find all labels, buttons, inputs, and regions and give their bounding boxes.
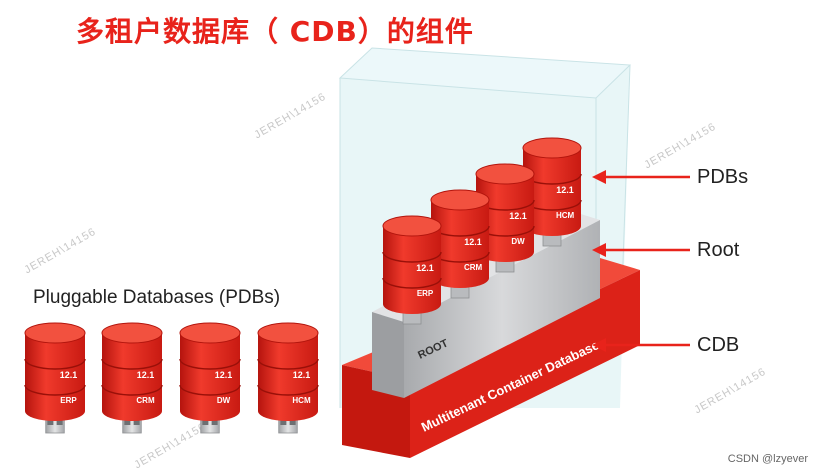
database-cylinder: 12.1DW (475, 163, 535, 262)
pdb-name-label: DW (217, 396, 231, 405)
arrow-pdbs (592, 170, 690, 184)
pdb-name-label: HCM (292, 396, 311, 405)
pluggable-heading: Pluggable Databases (PDBs) (33, 287, 281, 308)
label-root: Root (697, 239, 740, 261)
database-cylinder: 12.1DW (179, 322, 241, 434)
pdb-name-label: CRM (136, 396, 155, 405)
pdb-version-label: 12.1 (556, 185, 574, 195)
credit: CSDN @lzyever (727, 453, 808, 465)
label-pdbs: PDBs (697, 166, 749, 188)
label-cdb: CDB (697, 334, 740, 356)
pdb-version-label: 12.1 (215, 370, 233, 380)
arrow-cdb (592, 338, 690, 352)
pdb-name-label: HCM (556, 211, 575, 220)
pdb-version-label: 12.1 (416, 263, 434, 273)
pdb-version-label: 12.1 (137, 370, 155, 380)
pdb-name-label: CRM (464, 263, 483, 272)
arrow-root (592, 243, 690, 257)
pdb-version-label: 12.1 (509, 211, 527, 221)
pdb-name-label: ERP (60, 396, 77, 405)
page-title: 多租户数据库（ CDB）的组件 (76, 15, 474, 48)
pdb-name-label: DW (511, 237, 525, 246)
pdb-version-label: 12.1 (293, 370, 311, 380)
pdb-name-label: ERP (417, 289, 434, 298)
pdb-version-label: 12.1 (464, 237, 482, 247)
pdb-version-label: 12.1 (60, 370, 78, 380)
